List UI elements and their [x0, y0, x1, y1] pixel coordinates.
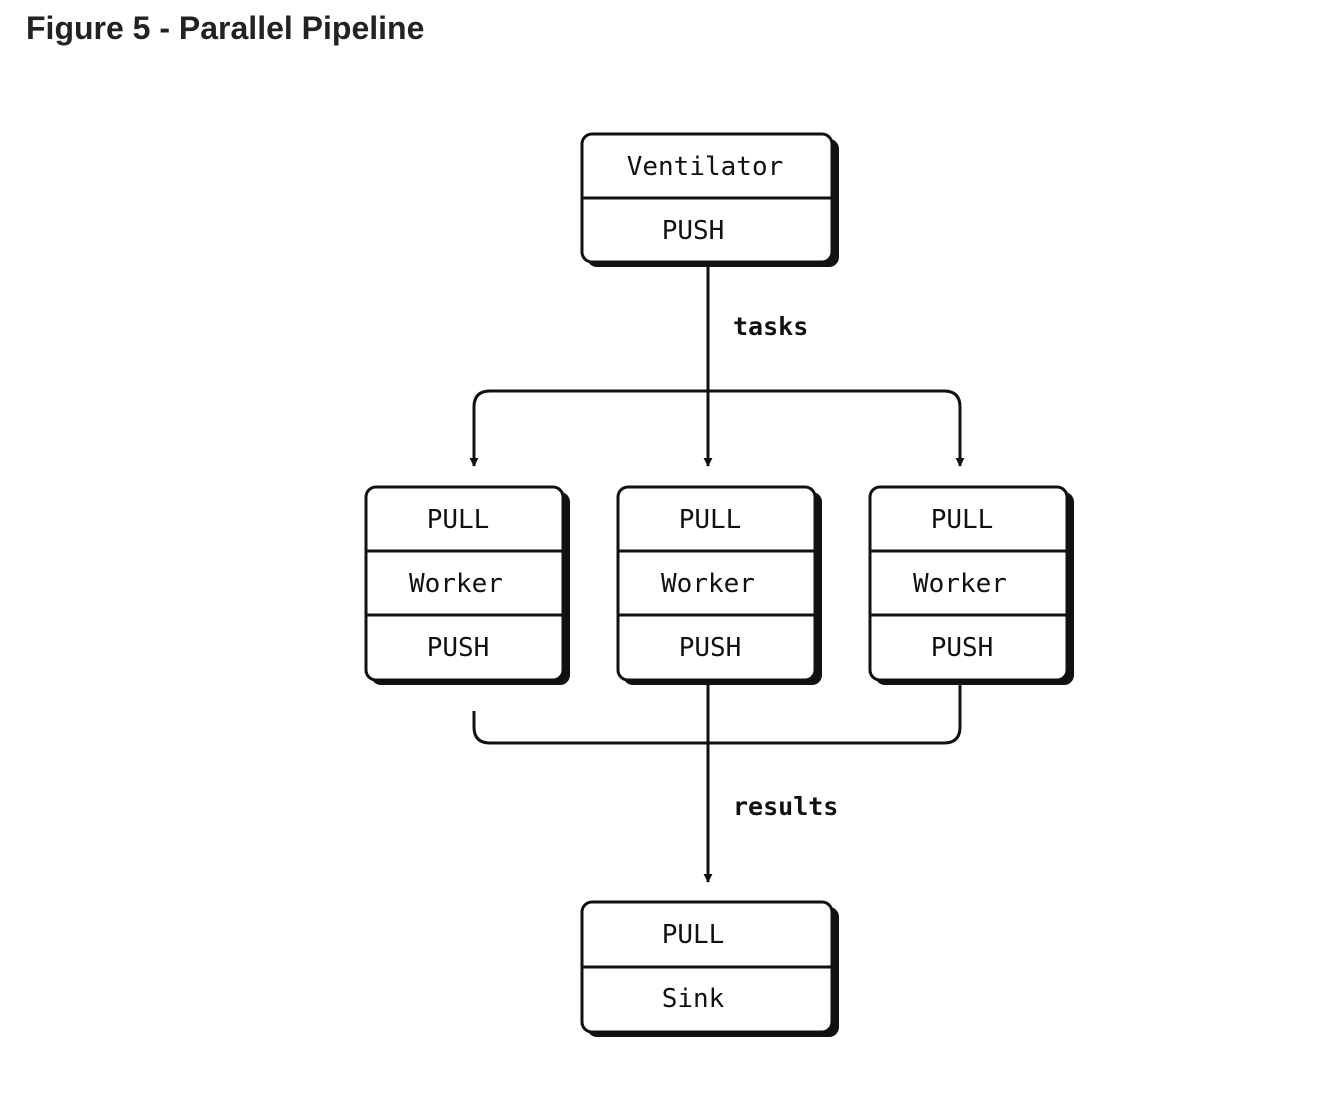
figure-title: Figure 5 - Parallel Pipeline: [26, 10, 425, 46]
tasks-branch-left-arrow: [469, 389, 708, 467]
worker-push-label: PUSH: [931, 633, 994, 663]
worker-pull-label: PULL: [427, 505, 490, 535]
tasks-edges: tasks: [469, 262, 965, 467]
worker-pull-label: PULL: [931, 505, 994, 535]
results-edges: results: [472, 680, 962, 883]
worker-push-label: PUSH: [427, 633, 490, 663]
tasks-label: tasks: [733, 312, 808, 341]
worker-push-label: PUSH: [679, 633, 742, 663]
worker-pull-label: PULL: [679, 505, 742, 535]
worker-node: PULL Worker PUSH: [868, 485, 1074, 685]
worker-name-label: Worker: [661, 569, 755, 599]
worker-node: PULL Worker PUSH: [364, 485, 570, 685]
worker-name-label: Worker: [913, 569, 1007, 599]
sink-socket-label: PULL: [662, 920, 725, 950]
worker-box: [868, 485, 1069, 682]
worker-node: PULL Worker PUSH: [616, 485, 822, 685]
sink-node: PULL Sink: [580, 900, 839, 1037]
worker-name-label: Worker: [409, 569, 503, 599]
worker-box: [616, 485, 817, 682]
ventilator-label: Ventilator: [627, 152, 784, 182]
ventilator-socket-label: PUSH: [662, 216, 725, 246]
ventilator-node: Ventilator PUSH: [580, 132, 839, 267]
sink-label: Sink: [662, 984, 725, 1014]
tasks-branch-right-arrow: [708, 389, 965, 467]
results-label: results: [733, 792, 838, 821]
worker-box: [364, 485, 565, 682]
results-merge-line: [472, 680, 962, 745]
